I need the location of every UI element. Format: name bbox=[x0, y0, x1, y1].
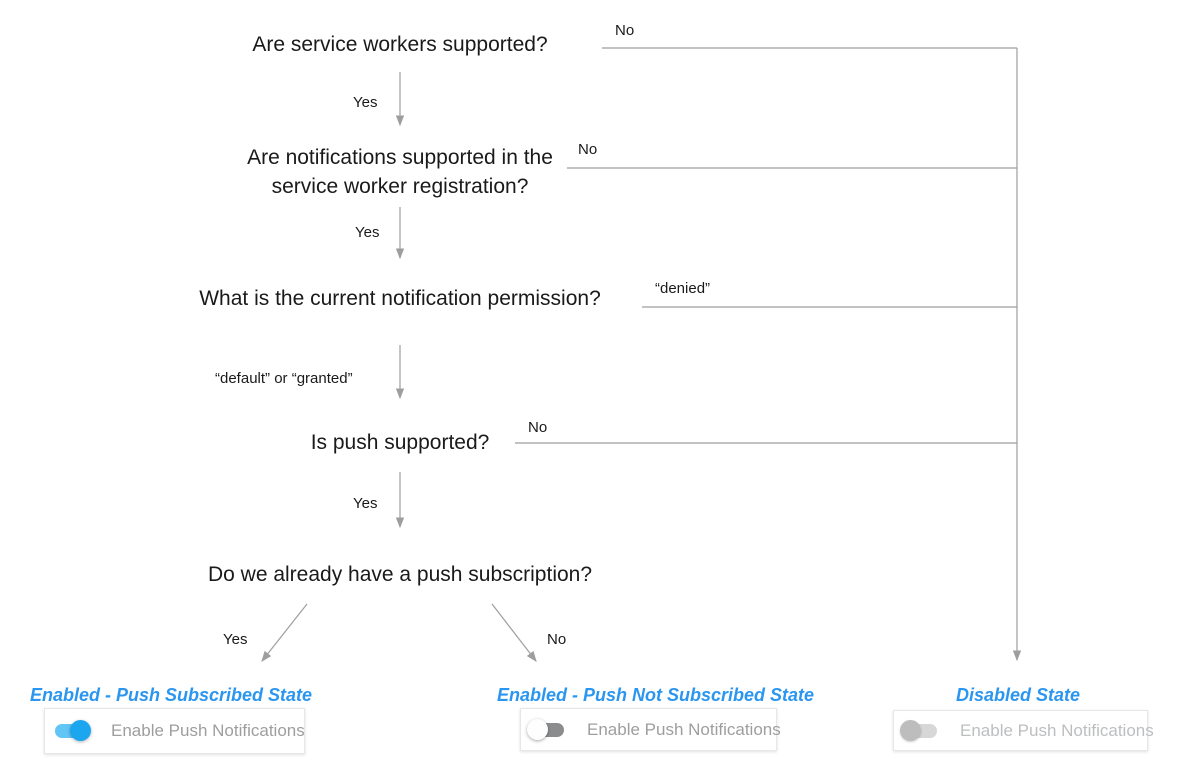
toggle-knob bbox=[70, 720, 91, 741]
label-q5-yes: Yes bbox=[223, 631, 248, 648]
toggle-knob bbox=[900, 719, 921, 741]
label-q3-denied: “denied” bbox=[655, 280, 711, 297]
q5-yes-edge bbox=[261, 603, 308, 662]
label-q2-yes: Yes bbox=[355, 224, 380, 241]
label-q2-no: No bbox=[578, 141, 598, 158]
label-q4-no: No bbox=[528, 419, 548, 436]
q5-no-edge bbox=[491, 603, 537, 662]
label-q4-yes: Yes bbox=[353, 495, 378, 512]
state-title-push-subscribed: Enabled - Push Subscribed State bbox=[29, 685, 313, 705]
toggle-knob bbox=[527, 718, 548, 740]
question-push-supported: Is push supported? bbox=[310, 431, 490, 454]
toggle-switch-label: Enable Push Notifications bbox=[587, 719, 781, 739]
state-title-disabled: Disabled State bbox=[955, 685, 1081, 705]
question-notifications-supported: Are notifications supported in the servi… bbox=[247, 146, 553, 198]
card-disabled: Enable Push Notifications bbox=[893, 710, 1154, 751]
toggle-switch-off[interactable] bbox=[527, 718, 565, 741]
question-service-workers: Are service workers supported? bbox=[252, 33, 548, 56]
toggle-switch-on[interactable] bbox=[53, 720, 91, 742]
card-push-not-subscribed: Enable Push Notifications bbox=[520, 708, 781, 751]
label-q5-no: No bbox=[547, 631, 567, 648]
question-notification-permission: What is the current notification permiss… bbox=[199, 287, 601, 310]
question-existing-subscription: Do we already have a push subscription? bbox=[207, 563, 593, 586]
state-title-push-not-subscribed: Enabled - Push Not Subscribed State bbox=[497, 685, 815, 705]
toggle-switch-label: Enable Push Notifications bbox=[111, 721, 305, 740]
toggle-switch-disabled[interactable] bbox=[900, 719, 938, 742]
label-q3-default-granted: “default” or “granted” bbox=[215, 370, 353, 387]
label-q1-no: No bbox=[615, 22, 635, 39]
label-q1-yes: Yes bbox=[353, 94, 378, 111]
card-push-subscribed: Enable Push Notifications bbox=[44, 708, 305, 754]
toggle-switch-label: Enable Push Notifications bbox=[960, 720, 1154, 740]
